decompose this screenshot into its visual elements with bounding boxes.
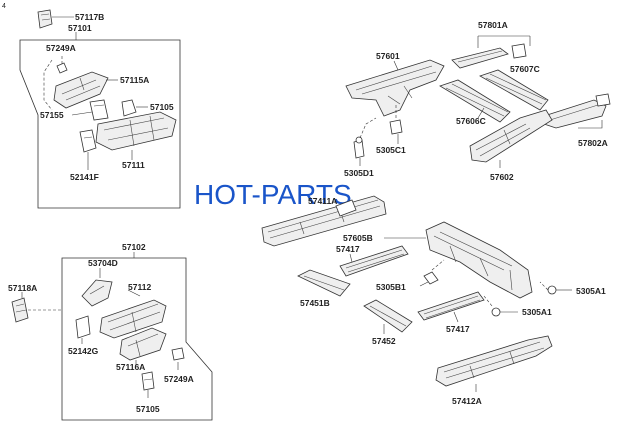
assembly-box-57102: [61, 257, 213, 421]
label-57607C: 57607C: [510, 64, 540, 74]
label-57118A: 57118A: [8, 283, 37, 293]
part-57417-b[interactable]: [417, 291, 485, 321]
label-57117B: 57117B: [75, 12, 104, 22]
label-57802A: 57802A: [578, 138, 608, 148]
label-57101: 57101: [68, 23, 92, 33]
part-57118A[interactable]: [11, 297, 29, 323]
part-57802A[interactable]: [543, 93, 611, 129]
rear-rail-group: 57102 57118A 53704D 57112 52142G: [8, 242, 213, 421]
part-57105-top[interactable]: [121, 99, 137, 117]
label-52141F: 52141F: [70, 172, 99, 182]
part-57411A[interactable]: [261, 195, 387, 247]
label-52142G: 52142G: [68, 346, 99, 356]
part-53704D[interactable]: [81, 279, 113, 307]
part-5305A1-a[interactable]: [547, 285, 557, 295]
label-57451B: 57451B: [300, 298, 330, 308]
part-5305C1[interactable]: [389, 119, 403, 135]
part-57112[interactable]: [99, 299, 167, 339]
label-57112: 57112: [128, 282, 151, 292]
part-57105-bottom[interactable]: [141, 371, 155, 391]
part-57117B[interactable]: [37, 9, 53, 29]
label-57605B: 57605B: [343, 233, 373, 243]
label-57606C: 57606C: [456, 116, 486, 126]
label-5305D1: 5305D1: [344, 168, 374, 178]
assembly-box-57101: [19, 39, 181, 209]
part-57451B[interactable]: [297, 269, 351, 297]
label-57602: 57602: [490, 172, 514, 182]
part-57412A[interactable]: [435, 335, 553, 387]
label-57249A-top: 57249A: [46, 43, 76, 53]
label-57102: 57102: [122, 242, 146, 252]
part-57606C[interactable]: [439, 79, 511, 123]
part-57116A[interactable]: [119, 327, 167, 361]
label-5305C1: 5305C1: [376, 145, 406, 155]
label-5305B1: 5305B1: [376, 282, 406, 292]
label-57111: 57111: [122, 160, 145, 170]
floor-crossmember-group: 57411A 57605B 57417 57451B 5305B1: [261, 195, 606, 406]
part-57607C[interactable]: [479, 69, 549, 111]
label-57411A: 57411A: [308, 196, 337, 206]
label-57115A: 57115A: [120, 75, 149, 85]
label-57116A: 57116A: [116, 362, 145, 372]
part-52141F[interactable]: [79, 129, 97, 153]
part-57801A[interactable]: [451, 43, 527, 69]
front-left-rail-group: 57117B 57101 57249A 57115A 57155 57105: [19, 9, 181, 209]
watermark: HOT-PARTS: [194, 179, 352, 210]
part-5305A1-b[interactable]: [491, 307, 501, 317]
part-57249A-bottom[interactable]: [171, 347, 185, 361]
label-57105-bottom: 57105: [136, 404, 160, 414]
part-57249A-top[interactable]: [56, 62, 68, 74]
part-5305B1[interactable]: [423, 271, 439, 285]
floor-side-rail-group: 57801A 57601 57607C 57606C: [344, 20, 611, 182]
label-57452: 57452: [372, 336, 396, 346]
part-57111[interactable]: [95, 111, 177, 151]
part-57602[interactable]: [469, 109, 553, 163]
label-57801A: 57801A: [478, 20, 508, 30]
label-57105-top: 57105: [150, 102, 174, 112]
label-57155: 57155: [40, 110, 64, 120]
label-5305A1-a: 5305A1: [576, 286, 606, 296]
label-57601: 57601: [376, 51, 400, 61]
part-57601[interactable]: [345, 59, 445, 117]
part-57155[interactable]: [89, 99, 109, 121]
label-57417-a: 57417: [336, 244, 360, 254]
part-57115A[interactable]: [53, 71, 109, 109]
label-57417-b: 57417: [446, 324, 470, 334]
label-5305A1-b: 5305A1: [522, 307, 552, 317]
part-57417-a[interactable]: [339, 245, 409, 277]
label-53704D: 53704D: [88, 258, 118, 268]
part-52142G[interactable]: [75, 315, 91, 339]
part-57605B[interactable]: [425, 221, 533, 299]
part-57452[interactable]: [363, 299, 413, 333]
label-57249A-bottom: 57249A: [164, 374, 194, 384]
part-5305D1[interactable]: [353, 136, 365, 159]
corner-mark: 4: [2, 3, 6, 10]
label-57412A: 57412A: [452, 396, 482, 406]
